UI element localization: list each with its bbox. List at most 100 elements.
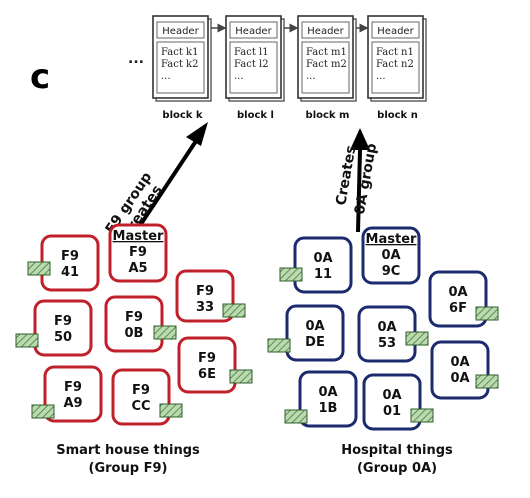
device-node-frame	[285, 304, 345, 362]
device-id-text: 50	[54, 330, 72, 345]
device-id-text: 0A	[450, 355, 469, 370]
block-fact: ...	[376, 71, 386, 82]
device-id-text: 0B	[125, 326, 144, 341]
device-node-frame	[104, 295, 164, 353]
group-0a-caption-line2: (Group 0A)	[357, 461, 437, 476]
block-header-box	[156, 21, 205, 39]
block-facts-box	[301, 41, 350, 94]
block-header-label: Header	[307, 26, 344, 37]
device-id-text: A5	[128, 261, 147, 276]
device-tag-icon	[222, 303, 246, 318]
device-node-frame	[175, 269, 235, 323]
device-id-text: 41	[61, 265, 79, 280]
device-id-text: F9	[61, 249, 79, 264]
device-node-frame	[293, 236, 353, 294]
device-id-text: 0A	[318, 385, 337, 400]
block-label: block l	[237, 110, 274, 121]
block-fact: Fact m2	[306, 59, 347, 70]
group-f9-caption: Smart house things (Group F9)	[56, 443, 200, 476]
block-header-label: Header	[235, 26, 272, 37]
device-node-frame	[43, 365, 103, 423]
master-label: Master	[113, 229, 164, 244]
device-id-text: F9	[64, 380, 82, 395]
block-fact: Fact l1	[234, 47, 269, 58]
device-id-text: CC	[131, 399, 150, 414]
device-id-text: 0A	[377, 320, 396, 335]
group-0a-caption: Hospital things (Group 0A)	[341, 443, 453, 476]
device-node-frame	[430, 340, 490, 400]
creates-0a-group-arrow: Creates 0A group	[333, 128, 380, 233]
device-id-text: F9	[54, 314, 72, 329]
panel-letter: c	[30, 57, 50, 97]
device-tag-icon	[405, 331, 429, 346]
device-id-text: 0A	[313, 251, 332, 266]
device-id-text: 9C	[382, 264, 401, 279]
block-facts-box	[371, 41, 420, 94]
block-fact: ...	[161, 71, 171, 82]
device-id-text: 0A	[448, 285, 467, 300]
device-tag-icon	[267, 338, 291, 353]
device-node-frame	[362, 373, 422, 431]
device-id-text: F9	[198, 351, 216, 366]
device-id-text: 53	[378, 336, 396, 351]
block-fact: Fact k2	[161, 59, 198, 70]
device-tag-icon	[279, 267, 303, 282]
block-header-label: Header	[162, 26, 199, 37]
block-fact: Fact m1	[306, 47, 347, 58]
device-node-frame	[108, 223, 168, 283]
device-tag-icon	[229, 369, 253, 384]
device-id-text: 6F	[449, 301, 467, 316]
device-id-text: 33	[196, 300, 214, 315]
device-tag-icon	[475, 374, 499, 389]
device-id-text: 1B	[319, 401, 338, 416]
group-f9-caption-line2: (Group F9)	[89, 461, 168, 476]
block-fact: ...	[306, 71, 316, 82]
device-node-frame	[177, 336, 237, 394]
block-header-box	[229, 21, 278, 39]
device-tag-icon	[159, 403, 183, 418]
device-tag-icon	[15, 333, 39, 348]
device-tag-icon	[475, 306, 499, 321]
device-node-frame	[298, 370, 358, 428]
block-label: block m	[306, 110, 350, 121]
block-fact: Fact n1	[376, 47, 414, 58]
block-fact: Fact l2	[234, 59, 269, 70]
device-node-frame	[428, 270, 488, 328]
block-label: block k	[162, 110, 203, 121]
device-tag-icon	[153, 325, 177, 340]
block-header-box	[301, 21, 350, 39]
block-header-box	[371, 21, 420, 39]
device-id-text: 0A	[450, 371, 469, 386]
group-0a-caption-line1: Hospital things	[341, 443, 453, 458]
block-facts-box	[229, 41, 278, 94]
block-label: block n	[377, 110, 418, 121]
device-groups: MasterF9A5F941F933F950F90BF96EF9A9F9CCMa…	[15, 223, 499, 431]
device-id-text: 0A	[305, 319, 324, 334]
device-id-text: 01	[383, 404, 401, 419]
device-id-text: F9	[196, 284, 214, 299]
device-node-frame	[111, 368, 171, 426]
device-tag-icon	[410, 408, 434, 423]
device-id-text: 6E	[198, 367, 216, 382]
block-fact: Fact n2	[376, 59, 414, 70]
device-id-text: 11	[314, 267, 332, 282]
device-id-text: F9	[125, 310, 143, 325]
device-node-frame	[361, 226, 421, 285]
block-header-label: Header	[377, 26, 414, 37]
device-id-text: 0A	[382, 388, 401, 403]
